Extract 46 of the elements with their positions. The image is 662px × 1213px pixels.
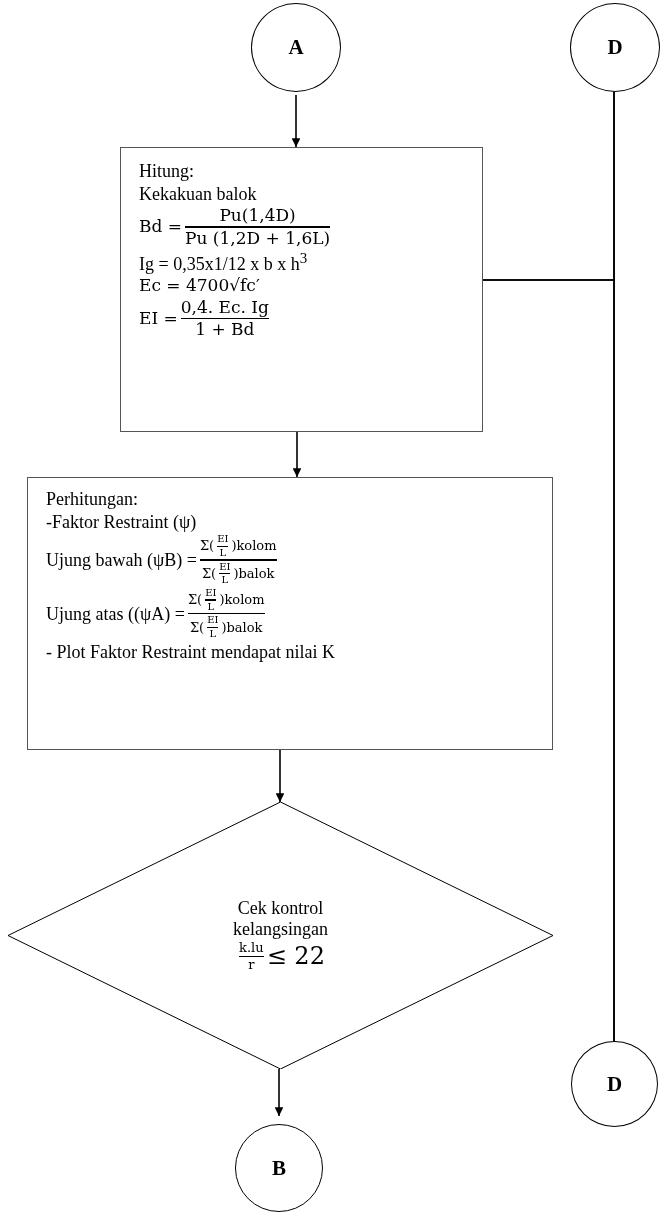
formula-text: )balok xyxy=(221,619,263,636)
connector-label: A xyxy=(288,35,304,60)
formula-text: EI xyxy=(205,586,217,600)
formula-text: ≤ 22 xyxy=(266,941,325,972)
formula-text: L xyxy=(221,574,229,587)
formula-text: Σ( xyxy=(187,591,203,609)
formula-text: )kolom xyxy=(231,538,277,555)
arrow xyxy=(291,94,301,148)
formula-text: L xyxy=(219,546,227,560)
process-box xyxy=(27,477,553,750)
formula-text: r xyxy=(248,957,255,974)
formula-text: Bd = xyxy=(139,216,183,238)
formula-text: EI xyxy=(217,533,229,546)
formula-text: Σ( xyxy=(189,619,205,636)
formula-text: Ujung bawah (ψB) = xyxy=(46,548,197,572)
formula-text: Ig = 0,35x1/12 x b x h$^{3}$ xyxy=(139,248,308,276)
formula-text: 0,4. Ec. Ig xyxy=(180,296,269,318)
connector-label: D xyxy=(606,1071,623,1097)
formula-text: Pu(1,4D) xyxy=(219,205,296,227)
formula-text: Σ( xyxy=(199,538,215,555)
formula-text: L xyxy=(209,628,217,641)
body-text: - Plot Faktor Restraint mendapat nilai K xyxy=(46,640,335,664)
formula-text: )balok xyxy=(233,565,275,582)
formula-text: EI xyxy=(207,614,219,627)
formula-text: EI = xyxy=(139,307,178,330)
arrow xyxy=(275,749,285,803)
arrow xyxy=(274,1068,284,1117)
body-text: -Faktor Restraint (ψ) xyxy=(46,510,197,533)
arrow xyxy=(292,431,302,478)
formula-text: 1 + Bd xyxy=(195,319,255,341)
connector-label: B xyxy=(272,1155,286,1181)
formula-text: Ujung atas ((ψA) = xyxy=(46,602,185,626)
connector-label: D xyxy=(607,35,623,60)
connector-line xyxy=(482,279,615,1042)
formula-text: Σ( xyxy=(201,565,217,582)
formula-text: Ec = 4700√fc′ xyxy=(139,275,260,297)
formula-text: )kolom xyxy=(219,591,265,609)
formula-text: EI xyxy=(219,560,231,574)
body-text: Kekakuan balok xyxy=(139,182,257,205)
formula-text: L xyxy=(207,600,215,614)
process-box xyxy=(120,147,483,432)
formula-text: Pu (1,2D + 1,6L) xyxy=(185,227,331,249)
heading-text: Hitung: xyxy=(139,160,194,183)
heading-text: Perhitungan: xyxy=(46,488,138,511)
decision-text: Cek kontrol kelangsingan xyxy=(232,897,329,940)
formula-text: k.lu xyxy=(239,939,264,956)
